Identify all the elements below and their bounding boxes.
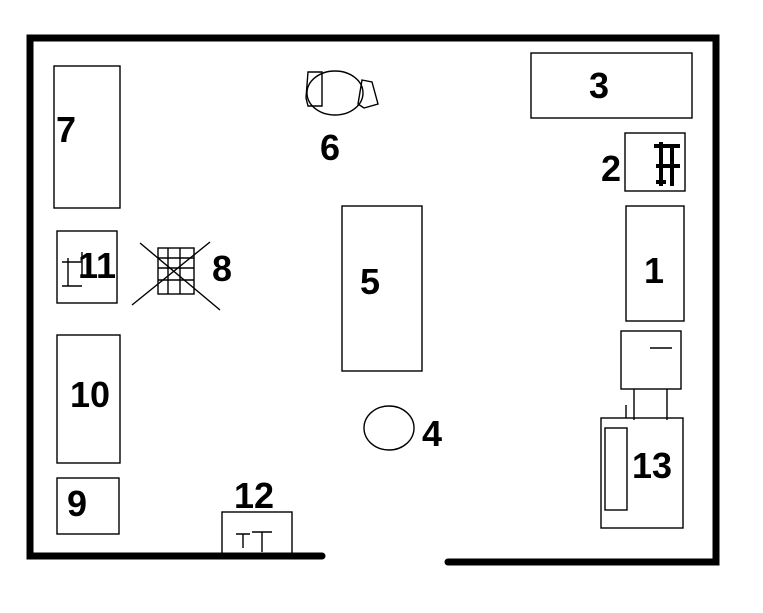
item-8-symbol <box>131 241 221 311</box>
item-9-box <box>56 477 120 535</box>
item-4-circle <box>363 405 415 451</box>
item-9-label: 9 <box>67 483 87 524</box>
item-7-box <box>53 65 121 209</box>
item-11-label: 11 <box>78 245 116 286</box>
item-3-box <box>530 52 693 119</box>
item-1-box <box>625 205 685 322</box>
item-1-label: 1 <box>644 250 664 291</box>
item-8-label: 8 <box>212 248 232 289</box>
item-2-box <box>624 132 686 192</box>
room-wall <box>26 34 720 566</box>
item-11-box <box>56 230 118 304</box>
item-12-box <box>221 511 293 555</box>
item-2-label: 2 <box>601 148 621 189</box>
item-6-symbol <box>305 70 379 116</box>
item-13-upper-unit <box>620 330 682 420</box>
item-5-label: 5 <box>360 261 380 302</box>
item-4-label: 4 <box>422 413 442 454</box>
item-12-label: 12 <box>234 475 274 516</box>
item-13-box <box>600 405 684 529</box>
item-13-label: 13 <box>632 445 672 486</box>
item-7-label: 7 <box>56 109 76 150</box>
item-3-label: 3 <box>589 65 609 106</box>
item-10-box <box>56 334 121 464</box>
item-5-box <box>341 205 423 372</box>
item-6-label: 6 <box>320 127 340 168</box>
item-10-label: 10 <box>70 374 110 415</box>
